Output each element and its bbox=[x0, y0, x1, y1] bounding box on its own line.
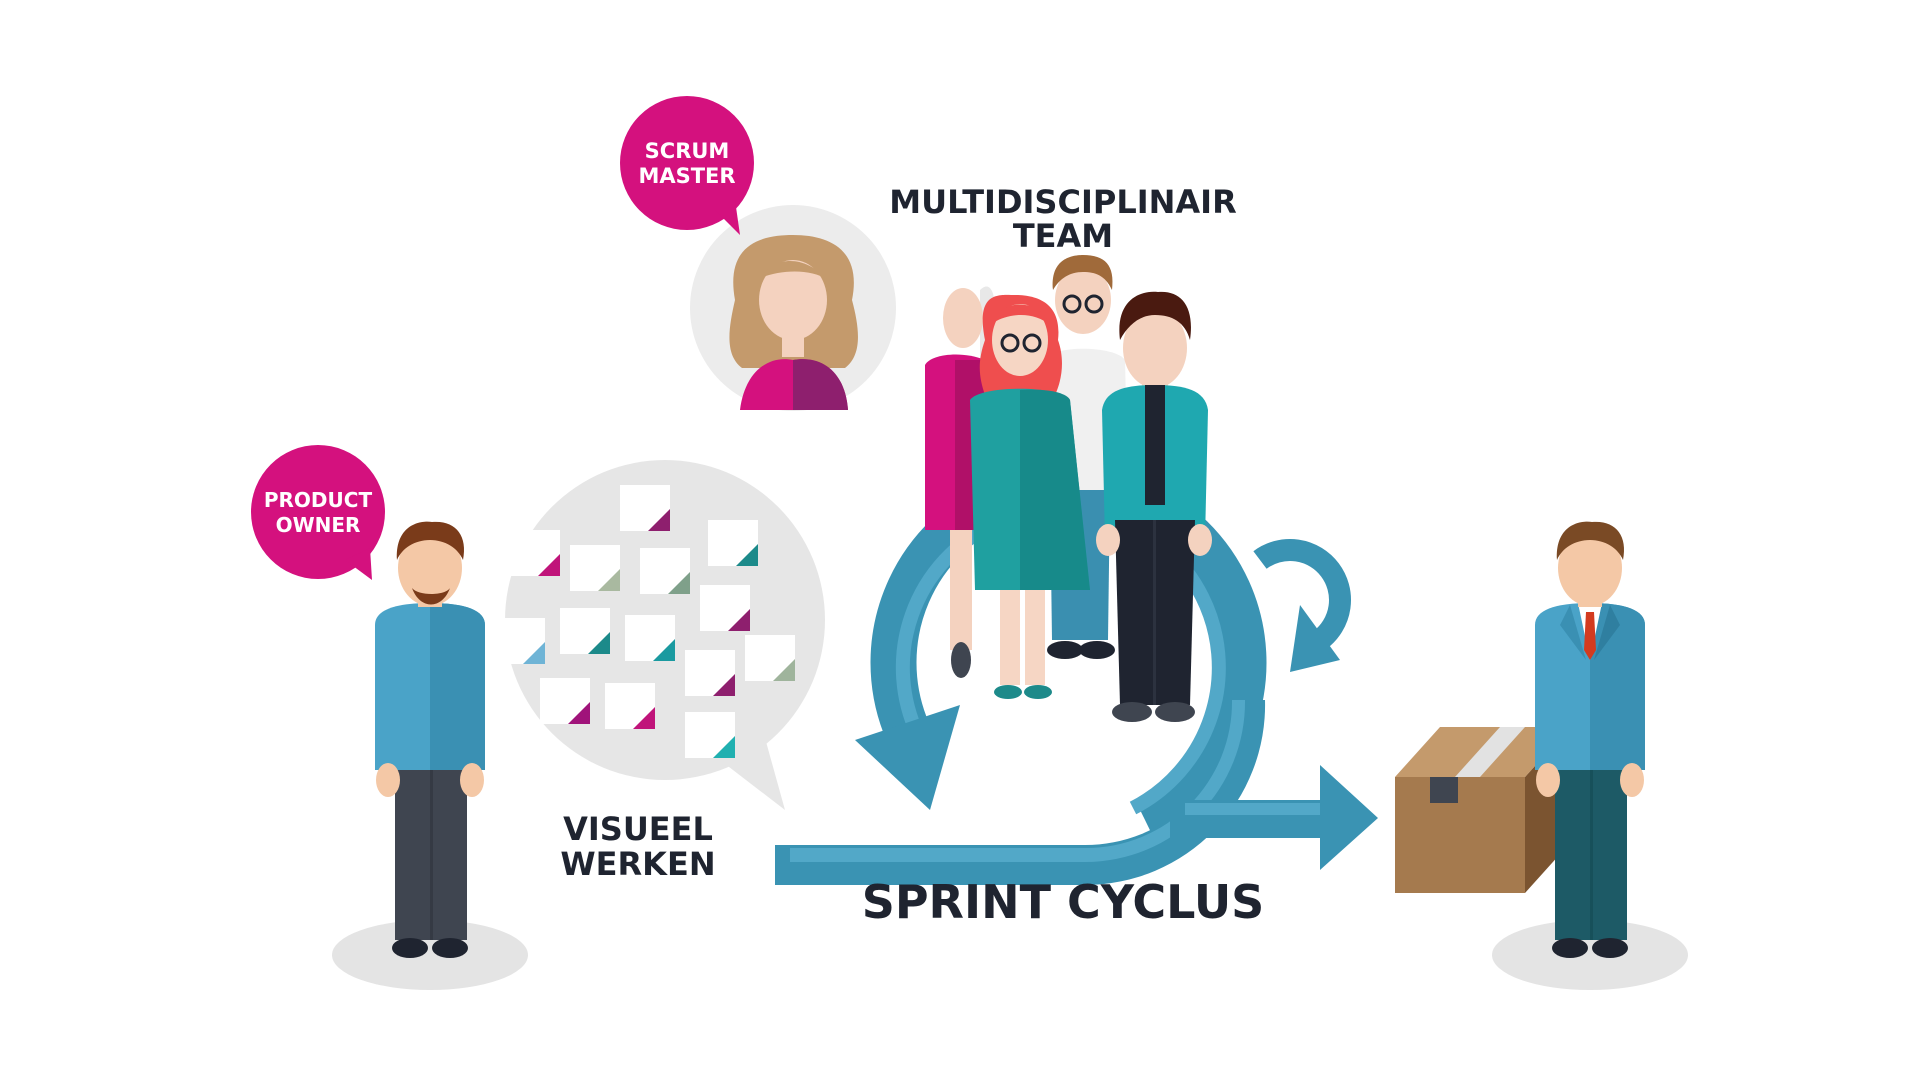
team-label-line2: TEAM bbox=[1013, 217, 1113, 255]
team-member-redhead bbox=[970, 294, 1090, 699]
team-group bbox=[925, 255, 1212, 722]
product-owner-label-line1: PRODUCT bbox=[264, 488, 373, 512]
team-label-line1: MULTIDISCIPLINAIR bbox=[889, 183, 1236, 221]
sticky-notes bbox=[495, 485, 795, 758]
visual-work-label-line1: VISUEEL bbox=[563, 810, 713, 848]
scrum-master-portrait bbox=[690, 205, 896, 411]
scrum-master-label-line1: SCRUM bbox=[645, 139, 730, 163]
product-owner-speech-bubble: PRODUCT OWNER bbox=[251, 445, 385, 580]
visual-work-label-line2: WERKEN bbox=[560, 845, 715, 883]
scrum-master-label-line2: MASTER bbox=[638, 164, 735, 188]
visual-work-bubble bbox=[495, 460, 825, 810]
sprint-cycle-label: SPRINT CYCLUS bbox=[862, 875, 1265, 929]
scrum-master-speech-bubble: SCRUM MASTER bbox=[620, 96, 754, 235]
product-owner-label-line2: OWNER bbox=[276, 513, 361, 537]
product-owner-figure bbox=[332, 521, 528, 990]
team-member-teal-man bbox=[1096, 291, 1212, 722]
customer-figure bbox=[1492, 521, 1688, 990]
